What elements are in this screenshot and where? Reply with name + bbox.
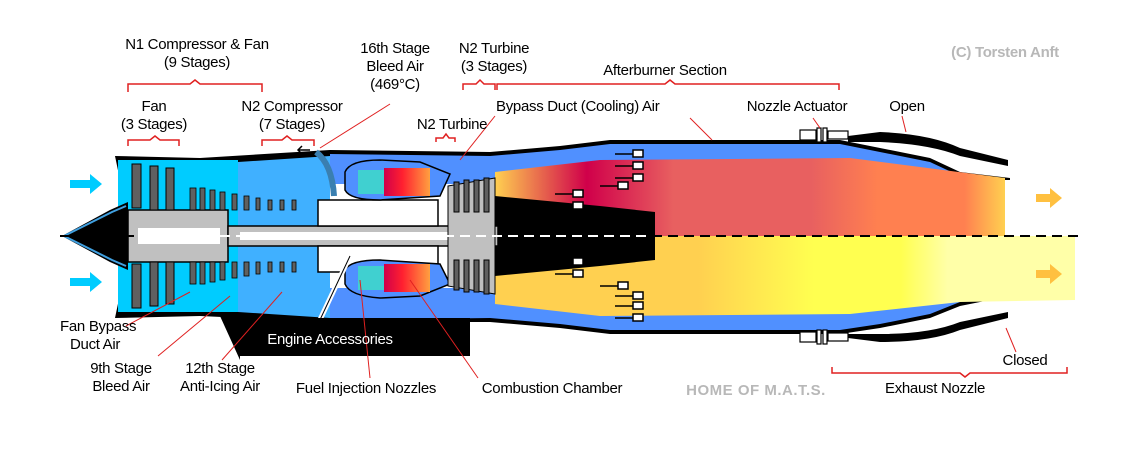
engine-body (60, 127, 1080, 360)
engine-accessories-box (220, 316, 470, 360)
label-16th-line1: 16th Stage (360, 40, 430, 57)
label-fan-bypass-line1: Fan Bypass (60, 318, 137, 335)
label-fan-bypass-line2: Duct Air (70, 336, 121, 353)
bracket-n1 (127, 79, 263, 92)
compressor-blades (189, 187, 297, 285)
nose-cone-outline (63, 205, 127, 267)
exhaust-arrow-bottom (1036, 264, 1062, 284)
nozzle-flap-closed (848, 312, 1008, 342)
label-fan-stages: (3 Stages) (120, 116, 188, 133)
exhaust-arrow-top (1036, 188, 1062, 208)
center-housing-top (317, 199, 439, 227)
label-9th-stage-bleed: 9th Stage Bleed Air (76, 360, 166, 396)
label-fan-title: Fan (141, 98, 167, 115)
turbine (447, 177, 496, 295)
label-closed: Closed (1002, 352, 1048, 369)
label-afterburner-section: Afterburner Section (603, 62, 727, 79)
footer-mark: HOME OF M.A.T.S. (686, 382, 826, 399)
label-n2-turbine: N2 Turbine (416, 116, 488, 133)
intake-arrow-bottom (70, 272, 102, 292)
bracket-n2-turbine-top (462, 78, 496, 90)
label-n2-turbine-top-stages: (3 Stages) (460, 58, 528, 75)
label-16th-line2: Bleed Air (366, 58, 424, 75)
label-fan-bypass: Fan Bypass Duct Air (60, 318, 137, 354)
intake-arrows (70, 174, 102, 292)
fan-blades (131, 163, 175, 309)
label-n1-title: N1 Compressor & Fan (125, 36, 269, 53)
bracket-exhaust (831, 367, 1068, 378)
label-n2-turbine-top: N2 Turbine (3 Stages) (446, 40, 542, 76)
copyright-text: (C) Torsten Anft (951, 44, 1059, 61)
label-n1-stages: (9 Stages) (163, 54, 231, 71)
label-16th-stage-bleed: 16th Stage Bleed Air (469°C) (350, 40, 440, 94)
label-bypass-duct: Bypass Duct (Cooling) Air (496, 98, 660, 115)
bleed-arrow-16th (296, 145, 310, 155)
label-fan: Fan (3 Stages) (110, 98, 198, 134)
accessory-drive-shaft-outline (317, 255, 351, 325)
label-exhaust-nozzle: Exhaust Nozzle (884, 380, 986, 397)
label-combustion-chamber: Combustion Chamber (481, 380, 623, 397)
bracket-afterburner (496, 79, 840, 90)
label-brackets (127, 78, 1068, 378)
label-nozzle-actuator: Nozzle Actuator (746, 98, 848, 115)
label-9th-line1: 9th Stage (90, 360, 152, 377)
label-fuel-injection-nozzles: Fuel Injection Nozzles (295, 380, 437, 397)
bracket-n2-compressor (261, 135, 315, 146)
leader-lines (125, 103, 1017, 379)
label-9th-line2: Bleed Air (92, 378, 150, 395)
exhaust-arrows (1036, 188, 1062, 284)
nozzle-actuator-top (799, 127, 849, 143)
label-n2-turbine-top-title: N2 Turbine (458, 40, 530, 57)
combustion-chamber-bottom (344, 259, 452, 299)
label-n2-compressor: N2 Compressor (7 Stages) (228, 98, 356, 134)
label-open: Open (889, 98, 925, 115)
combustion-chamber-top (344, 159, 452, 201)
bracket-n2-turbine (435, 132, 456, 142)
label-n1-compressor-fan: N1 Compressor & Fan (9 Stages) (112, 36, 282, 72)
label-16th-line3: (469°C) (370, 76, 420, 93)
label-12th-line1: 12th Stage (185, 360, 255, 377)
label-n2-compressor-title: N2 Compressor (241, 98, 343, 115)
bracket-fan (127, 135, 180, 146)
label-12th-line2: Anti-Icing Air (180, 378, 260, 395)
bleed-pipe-16th (314, 149, 337, 197)
label-engine-accessories: Engine Accessories (267, 331, 393, 348)
label-n2-compressor-stages: (7 Stages) (258, 116, 326, 133)
label-12th-stage: 12th Stage Anti-Icing Air (166, 360, 274, 396)
afterburner-spray-bars (555, 149, 644, 322)
nozzle-flap-open (848, 132, 1008, 166)
intake-arrow-top (70, 174, 102, 194)
